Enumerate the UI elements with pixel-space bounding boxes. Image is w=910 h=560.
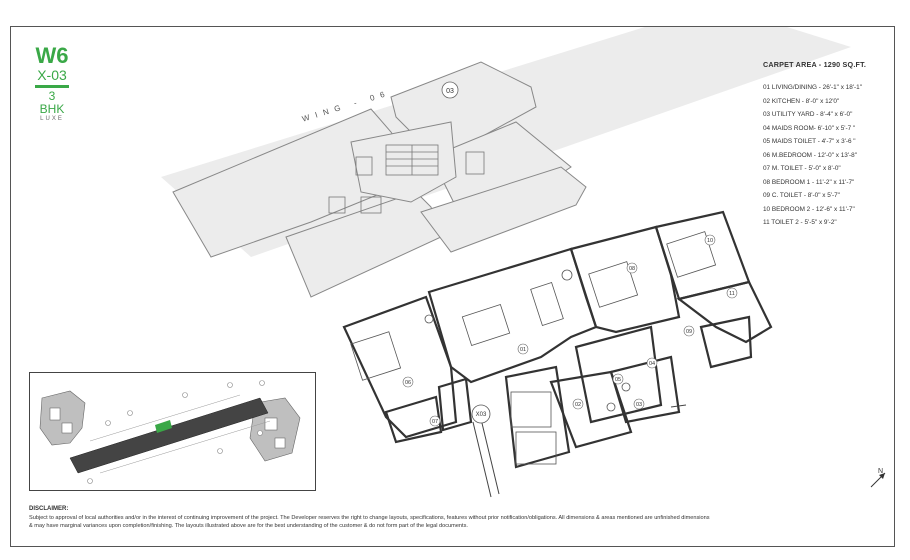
unit-logo: W6 X-03 3 BHK LUXE bbox=[35, 45, 69, 122]
svg-text:05: 05 bbox=[615, 377, 621, 383]
room-item: 11 TOILET 2 - 5'-5" x 9'-2" bbox=[763, 219, 837, 226]
room-list: 01 LIVING/DINING - 26'-1" x 18'-1" 02 KI… bbox=[763, 81, 893, 230]
north-arrow-icon: N bbox=[870, 468, 886, 488]
key-plan bbox=[29, 372, 316, 491]
room-item: 09 C. TOILET - 8'-0" x 5'-7" bbox=[763, 192, 840, 199]
svg-text:10: 10 bbox=[707, 238, 713, 244]
svg-text:01: 01 bbox=[520, 347, 526, 353]
variant-label: LUXE bbox=[40, 116, 64, 122]
svg-text:06: 06 bbox=[405, 380, 411, 386]
logo-divider bbox=[35, 85, 69, 88]
unit-plan bbox=[342, 210, 773, 469]
wing-unit-tag-text: 03 bbox=[446, 88, 454, 95]
floor-plan-drawing: 03 bbox=[161, 27, 851, 498]
tower-label: W6 bbox=[35, 43, 69, 68]
room-item: 10 BEDROOM 2 - 12'-6" x 11'-7" bbox=[763, 205, 855, 213]
disclaimer: DISCLAIMER: Subject to approval of local… bbox=[29, 505, 889, 531]
carpet-area: CARPET AREA - 1290 SQ.FT. bbox=[763, 60, 867, 69]
svg-text:04: 04 bbox=[649, 361, 655, 367]
room-item: 04 MAIDS ROOM- 6'-10" x 5'-7 " bbox=[763, 124, 856, 132]
svg-text:09: 09 bbox=[686, 329, 692, 335]
wing-unit-tag bbox=[441, 81, 459, 99]
room-item: 08 BEDROOM 1 - 11'-2" x 11'-7" bbox=[763, 178, 855, 186]
floor-unit-tag-text: X03 bbox=[476, 412, 487, 418]
room-item: 03 UTILITY YARD - 8'-4" x 6'-0" bbox=[763, 111, 853, 118]
disclaimer-line-2: & may have marginal variances upon compl… bbox=[29, 523, 468, 530]
north-label: N bbox=[878, 468, 883, 475]
svg-text:08: 08 bbox=[629, 266, 635, 272]
disclaimer-line-1: Subject to approval of local authorities… bbox=[29, 514, 710, 521]
disclaimer-heading: DISCLAIMER: bbox=[29, 506, 69, 512]
corridor bbox=[472, 404, 687, 498]
key-plan-drawing bbox=[39, 380, 301, 484]
room-item: 02 KITCHEN - 8'-0" x 12'0" bbox=[763, 97, 840, 105]
svg-text:02: 02 bbox=[575, 402, 581, 408]
floorplan-sheet: W6 X-03 3 BHK LUXE 03 bbox=[10, 26, 895, 547]
svg-text:11: 11 bbox=[729, 291, 735, 297]
unit-label: X-03 bbox=[37, 67, 67, 83]
room-schedule: CARPET AREA - 1290 SQ.FT. 01 LIVING/DINI… bbox=[763, 60, 893, 230]
room-tags: 01 02 03 04 05 06 07 08 09 10 11 bbox=[402, 234, 738, 427]
wing-building bbox=[172, 61, 587, 298]
room-item: 06 M.BEDROOM - 12'-0" x 13'-8" bbox=[763, 151, 857, 159]
room-item: 07 M. TOILET - 5'-0" x 8'-0" bbox=[763, 165, 841, 172]
svg-text:07: 07 bbox=[432, 419, 438, 425]
floor-unit-tag bbox=[471, 404, 491, 424]
svg-text:03: 03 bbox=[636, 402, 642, 408]
bhk-label: 3 BHK bbox=[39, 89, 65, 116]
room-item: 01 LIVING/DINING - 26'-1" x 18'-1" bbox=[763, 84, 862, 91]
furniture bbox=[350, 231, 717, 465]
room-item: 05 MAIDS TOILET - 4'-7" x 3'-6 " bbox=[763, 138, 856, 145]
core-stairs bbox=[328, 144, 485, 214]
